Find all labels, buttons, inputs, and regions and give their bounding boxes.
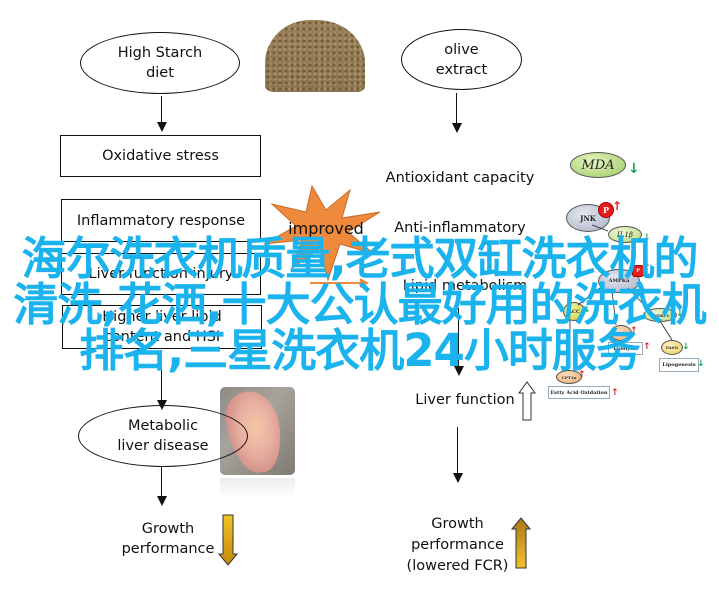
- liver-lipid-box: Higher liver lipid content and HSI: [62, 305, 262, 349]
- atgl-node: ATGL: [610, 325, 632, 341]
- high-starch-diet-node: High Starch diet: [80, 32, 240, 94]
- improved-label: improved: [288, 219, 364, 238]
- improved-starburst: [263, 184, 381, 282]
- ampk-to-acc-line: [577, 287, 601, 306]
- acc-down-arrow-icon: ↓: [583, 305, 591, 315]
- jnk-phospho-badge: P: [598, 202, 614, 218]
- ampk-phospho-badge: P: [632, 265, 644, 277]
- lipolysis-up-arrow-icon: ↑: [643, 342, 651, 352]
- liver-photo-reflection: [220, 478, 295, 498]
- pathway-connectors: [569, 224, 673, 367]
- mda-down-arrow-icon: ↓: [628, 161, 640, 177]
- fasn-down-arrow-icon: ↓: [682, 342, 690, 352]
- arrow-down-icon: [157, 496, 167, 506]
- mda-node: MDA: [570, 152, 626, 178]
- arrow-line: [161, 467, 163, 497]
- lipid-metabolism-label: Lipid metabolism: [402, 278, 528, 294]
- liver-function-injury-box: Liver function injury: [61, 253, 261, 295]
- improved-connector-arrow: [310, 282, 364, 284]
- olive-extract-node: olive extract: [401, 29, 522, 90]
- overlay-headline-text: 海尔洗衣机质量,老式双缸洗衣机的清洗,花洒,十大公认最好用的洗衣机排名,三星洗衣…: [13, 232, 706, 377]
- lipogenesis-box: Lipogenesis: [659, 358, 699, 372]
- lipogenesis-down-arrow-icon: ↓: [697, 359, 705, 369]
- srebp1-down-arrow-icon: ↓: [676, 309, 684, 319]
- inflammatory-response-box: Inflammatory response: [61, 199, 261, 242]
- fatty-acid-oxidation-box: Fatty Acid Oxidation: [548, 386, 610, 399]
- oxidative-stress-box: Oxidative stress: [60, 135, 261, 177]
- arrow-line: [161, 350, 163, 402]
- ampk-to-atgl-line: [611, 290, 617, 326]
- fao-up-arrow-icon: ↑: [611, 388, 619, 398]
- gold-down-arrow-icon: [218, 514, 238, 566]
- jnk-to-il1b-line: [591, 224, 609, 232]
- cpt1a-node: CPT1a: [556, 370, 582, 384]
- arrow-line: [456, 93, 458, 123]
- ampk-up-arrow-icon: ↑: [643, 263, 651, 273]
- il1b-down-arrow-icon: ↓: [643, 233, 651, 243]
- arrow-down-icon: [157, 122, 167, 132]
- jnk-up-arrow-icon: ↑: [612, 199, 623, 213]
- gold-up-arrow-icon: [511, 517, 531, 569]
- arrow-down-icon: [453, 473, 463, 483]
- feed-pellets-image: [265, 20, 365, 92]
- lipolysis-box: Lipolysis: [608, 342, 643, 355]
- ampk-to-srebp1-line: [627, 287, 649, 310]
- liver-function-label: Liver function: [415, 392, 515, 408]
- growth-performance-left-label: Growth performance: [121, 521, 215, 557]
- growth-performance-right-label: Growth performance (lowered FCR): [406, 516, 509, 574]
- arrow-down-icon: [454, 366, 464, 376]
- metabolic-liver-disease-node: Metabolic liver disease: [78, 405, 248, 467]
- anti-inflammatory-label: Anti-inflammatory: [394, 220, 526, 236]
- acc-node: ACC: [563, 302, 585, 321]
- connector-arrowhead-icon: [360, 278, 369, 288]
- srebp1-to-fasn-line: [659, 320, 673, 341]
- arrow-down-icon: [452, 123, 462, 133]
- il1b-node: IL1β: [608, 226, 642, 243]
- fasn-node: FASN: [661, 340, 683, 355]
- arrow-line: [458, 308, 460, 368]
- antioxidant-capacity-label: Antioxidant capacity: [385, 170, 535, 186]
- hollow-up-arrow-icon: [518, 381, 536, 421]
- arrow-line: [457, 427, 459, 475]
- atgl-up-arrow-icon: ↑: [630, 326, 638, 336]
- cpt1a-up-arrow-icon: ↑: [578, 370, 586, 380]
- arrow-line: [161, 96, 163, 124]
